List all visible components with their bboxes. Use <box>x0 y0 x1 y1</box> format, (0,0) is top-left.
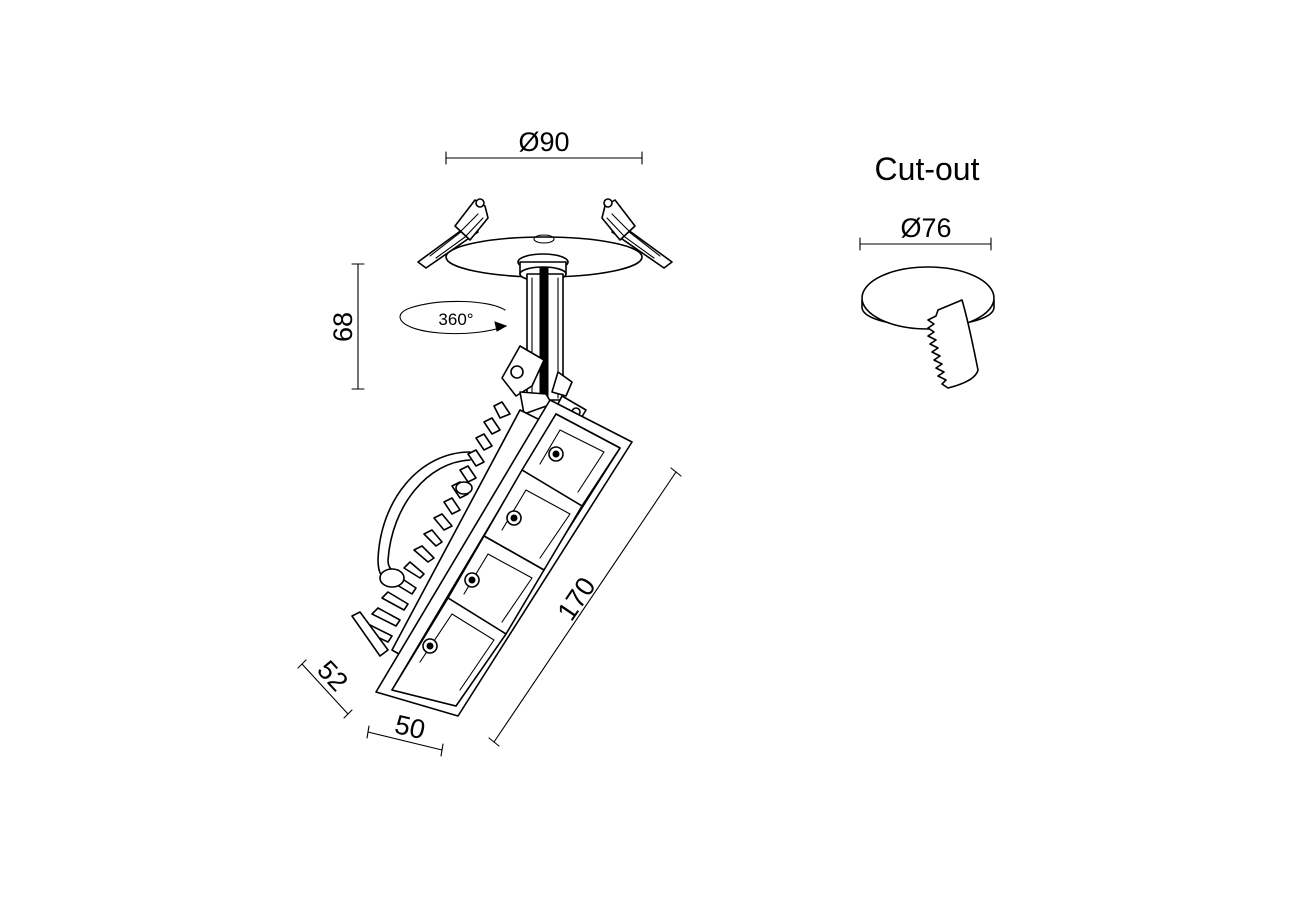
led-cell-4 <box>391 597 507 707</box>
rotation-indicator: 360° <box>399 300 508 335</box>
dimension-width: 50 <box>366 709 444 757</box>
label-diameter-fixture: Ø90 <box>518 127 569 157</box>
dimension-height: 68 <box>328 263 365 390</box>
label-height: 68 <box>328 312 358 342</box>
label-rotation: 360° <box>438 310 473 329</box>
label-width: 50 <box>392 709 428 745</box>
label-cutout-diameter: Ø76 <box>900 213 951 243</box>
spring-clip-left <box>417 198 489 269</box>
label-depth: 52 <box>311 655 353 697</box>
cutout-section: Cut-out Ø76 <box>859 151 995 389</box>
spring-clip-right <box>601 198 673 269</box>
dimension-depth: 52 <box>297 655 354 719</box>
dimension-diameter-fixture: Ø90 <box>445 127 643 165</box>
saw-blade-icon <box>927 299 979 389</box>
cutout-title: Cut-out <box>875 151 980 187</box>
dimension-cutout-diameter: Ø76 <box>859 213 992 251</box>
led-housing <box>375 399 633 717</box>
led-cell-3 <box>447 535 545 635</box>
led-cell-1 <box>521 413 621 507</box>
cable-loop <box>377 451 473 588</box>
label-length: 170 <box>552 572 602 626</box>
